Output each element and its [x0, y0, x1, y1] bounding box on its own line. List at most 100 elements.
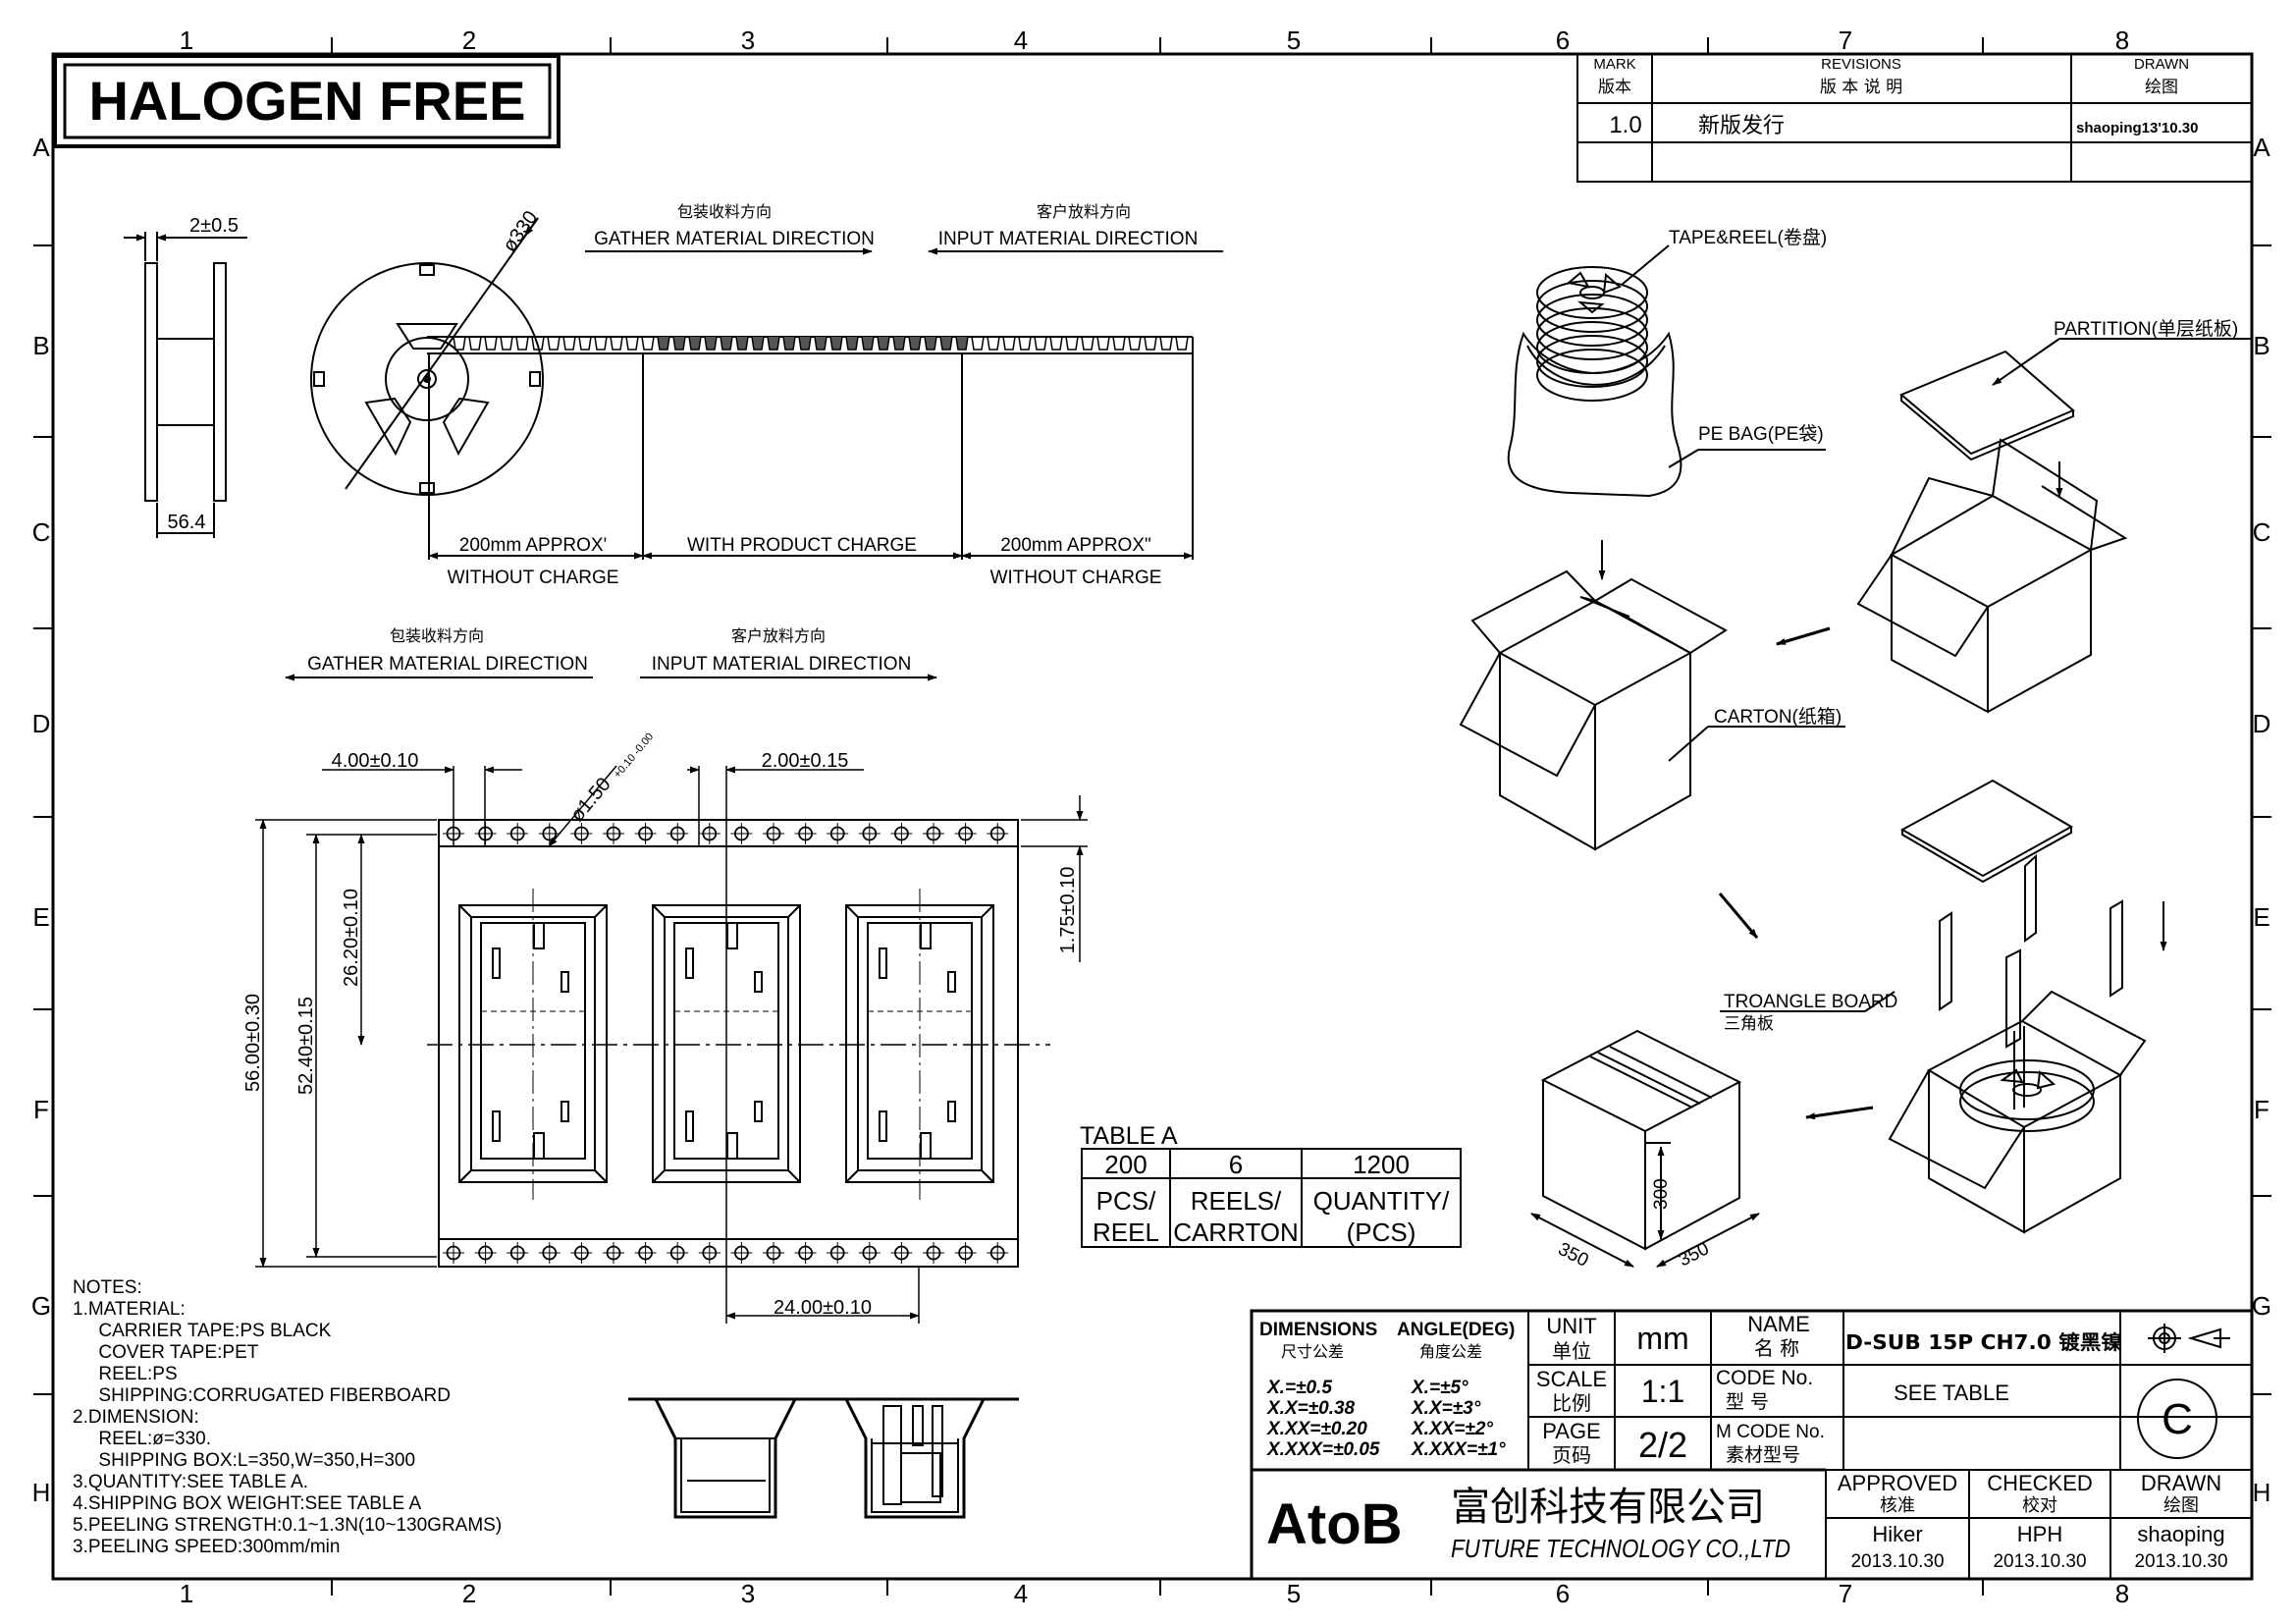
mark-label: MARK	[1593, 56, 1635, 73]
tape-pocket	[798, 336, 812, 351]
zone-row-label: C	[2253, 517, 2271, 547]
tape-pocket	[877, 336, 890, 351]
table-a-value: 200	[1104, 1150, 1147, 1179]
tape-pocket	[1144, 336, 1157, 351]
dim-tolerance: X.XX=±0.20	[1266, 1419, 1367, 1439]
tape-pocket	[924, 336, 937, 351]
carrier-input-cn: 客户放料方向	[731, 626, 826, 645]
zone-row-label: B	[32, 331, 49, 360]
rev-drawn-label: DRAWN	[2134, 56, 2189, 73]
carrier-gather: GATHER MATERIAL DIRECTION	[307, 654, 588, 675]
table-a-title: TABLE A	[1080, 1122, 1178, 1150]
zone-row-label: C	[32, 517, 51, 547]
tape-pocket	[1018, 336, 1032, 351]
table-a-value: 6	[1229, 1150, 1243, 1179]
checked-label-cn: 校对	[2022, 1495, 2057, 1516]
halogen-free-banner: HALOGEN FREE	[53, 54, 561, 148]
table-a-unit: PCS/	[1096, 1186, 1156, 1216]
company-name: FUTURE TECHNOLOGY CO.,LTD	[1451, 1534, 1790, 1563]
mcode-label-cn: 素材型号	[1726, 1444, 1800, 1466]
note-line: REEL:PS	[73, 1364, 178, 1384]
tape-pocket	[767, 336, 780, 351]
tape-pocket	[1034, 336, 1047, 351]
tape-pocket	[1112, 336, 1126, 351]
tape-pocket	[515, 336, 529, 351]
code-value: SEE TABLE	[1894, 1380, 2009, 1405]
tape-pocket	[641, 336, 655, 351]
angle-tolerance: X.XXX=±1°	[1411, 1439, 1506, 1460]
carton-label: CARTON(纸箱)	[1714, 706, 1842, 728]
approved-label: APPROVED	[1838, 1471, 1957, 1495]
box-width: 350	[1676, 1238, 1713, 1271]
rev-mark: 1.0	[1609, 112, 1641, 138]
strip-input-cn: 客户放料方向	[1037, 202, 1131, 221]
tape-pocket	[484, 336, 498, 351]
revisions-table: MARK 版本 REVISIONS 版 本 说 明 DRAWN 绘图 1.0 新…	[1576, 53, 2253, 183]
tape-pocket	[861, 336, 875, 351]
table-a-unit: (PCS)	[1347, 1218, 1416, 1247]
title-block-text: DIMENSIONS 尺寸公差 ANGLE(DEG) 角度公差 X.=±0.5X…	[1259, 1312, 2228, 1572]
zone-column-label: 1	[180, 1579, 193, 1608]
tape-pocket	[939, 336, 953, 351]
tape-pocket	[782, 336, 796, 351]
tape-pocket	[500, 336, 513, 351]
tape-pocket	[547, 336, 561, 351]
tape-pocket	[971, 336, 985, 351]
note-line: COVER TAPE:PET	[73, 1342, 259, 1363]
reel-front-view	[310, 217, 544, 496]
note-line: 4.SHIPPING BOX WEIGHT:SEE TABLE A	[73, 1493, 421, 1514]
zone-row-label: G	[31, 1291, 51, 1321]
tape-pocket	[594, 336, 608, 351]
reel-hub-dim: 56.4	[168, 512, 206, 533]
strip-gather-cn: 包装收料方向	[677, 202, 772, 221]
strip-seg1: 200mm APPROX'	[459, 535, 607, 556]
zone-column-label: 3	[741, 1579, 755, 1608]
zone-row-label: G	[2252, 1291, 2271, 1321]
tape-pocket	[955, 336, 969, 351]
table-a-value: 1200	[1353, 1150, 1410, 1179]
zone-row-label: F	[33, 1095, 49, 1124]
page-value: 2/2	[1638, 1425, 1687, 1465]
reel-diameter: ø330	[499, 207, 542, 256]
triangle-label-cn: 三角板	[1724, 1014, 1774, 1034]
tape-pocket	[672, 336, 686, 351]
drawn-name: shaoping	[2137, 1522, 2224, 1546]
tape-pockets	[453, 336, 1189, 351]
box-length: 350	[1555, 1239, 1592, 1272]
carton-illustration	[1459, 569, 1845, 851]
reel-width-dim: 2±0.5	[189, 215, 239, 237]
company-name-cn: 富创科技有限公司	[1451, 1485, 1765, 1530]
approved-date: 2013.10.30	[1850, 1551, 1944, 1572]
dim-offset: 2.00±0.15	[762, 750, 849, 772]
tape-pocket	[453, 336, 466, 351]
checked-label: CHECKED	[1987, 1471, 2093, 1495]
title-block	[1250, 1309, 2254, 1581]
angle-label-cn: 角度公差	[1419, 1342, 1482, 1361]
zone-column-label: 6	[1556, 26, 1570, 55]
tolerances: X.=±0.5X.X=±0.38X.XX=±0.20X.XXX=±0.05X.=…	[1266, 1378, 1506, 1460]
reel-side-view	[124, 232, 247, 538]
mark-label-cn: 版本	[1598, 78, 1631, 97]
partition-label: PARTITION(单层纸板)	[2054, 318, 2238, 340]
dim-hole-tol: +0.10 -0.00	[612, 731, 656, 781]
drawn-label-cn: 绘图	[2163, 1495, 2199, 1516]
zone-row-label: F	[2254, 1095, 2269, 1124]
dim-pocket-pitch: 24.00±0.10	[774, 1297, 872, 1319]
strip-seg1-sub: WITHOUT CHARGE	[448, 568, 619, 588]
tape-pocket	[829, 336, 843, 351]
carrier-gather-cn: 包装收料方向	[390, 626, 484, 645]
angle-tolerance: X.XX=±2°	[1411, 1419, 1493, 1439]
code-label: CODE No.	[1716, 1367, 1813, 1389]
carrier-tape	[427, 819, 1050, 1268]
packed-box	[1805, 990, 2147, 1234]
mcode-label: M CODE No.	[1716, 1422, 1825, 1442]
tape-pocket	[908, 336, 922, 351]
tape-pocket	[845, 336, 859, 351]
name-label-cn: 名 称	[1754, 1336, 1799, 1360]
note-line: SHIPPING:CORRUGATED FIBERBOARD	[73, 1385, 451, 1406]
note-line: 3.QUANTITY:SEE TABLE A.	[73, 1472, 308, 1492]
tape-pocket	[468, 336, 482, 351]
tape-pocket	[578, 336, 592, 351]
revisions-title-cn: 版 本 说 明	[1820, 78, 1902, 97]
